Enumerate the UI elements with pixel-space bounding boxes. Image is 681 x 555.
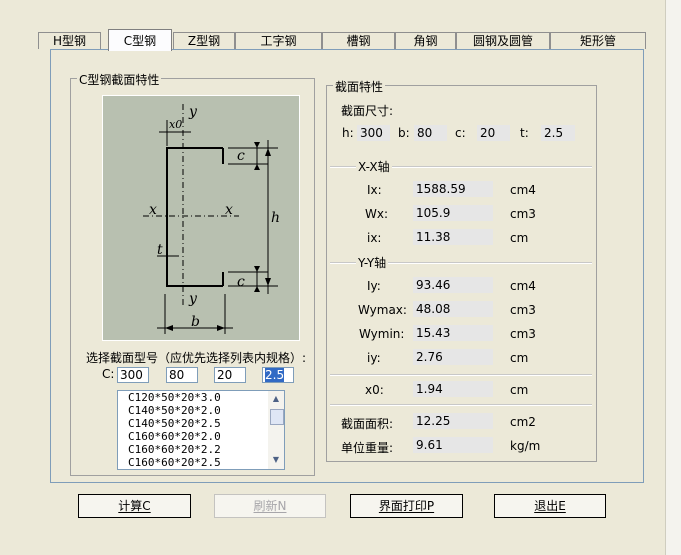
tab-strip: H型钢 C型钢 Z型钢 工字钢 槽钢 角钢 圆钢及圆管 矩形管: [38, 29, 646, 51]
weight-label: 单位重量:: [341, 441, 394, 455]
h-value: 300: [357, 125, 390, 141]
left-group-box: [70, 78, 315, 476]
diagram-label-t: t: [157, 242, 163, 258]
exit-button[interactable]: 退出E: [494, 494, 606, 518]
wx-unit: cm3: [510, 207, 536, 221]
list-item[interactable]: C160*60*20*2.2: [128, 443, 221, 456]
props-group-title: 截面特性: [333, 78, 386, 95]
list-item[interactable]: C160*60*20*2.5: [128, 456, 221, 469]
ix-value: 1588.59: [413, 181, 493, 197]
weight-value: 9.61: [413, 437, 493, 453]
list-item[interactable]: C160*60*20*2.0: [128, 430, 221, 443]
print-button[interactable]: 界面打印P: [350, 494, 463, 518]
iy-value: 93.46: [413, 277, 493, 293]
weight-unit: kg/m: [510, 439, 541, 453]
gyration-y-value: 2.76: [413, 349, 493, 365]
divider: [330, 166, 592, 168]
tab-channel[interactable]: 槽钢: [322, 32, 395, 49]
iy-unit: cm4: [510, 279, 536, 293]
b-value: 80: [414, 125, 447, 141]
b-label: b:: [398, 126, 410, 140]
input-h[interactable]: 300: [117, 367, 149, 383]
input-b[interactable]: 80: [166, 367, 198, 383]
ix-unit: cm4: [510, 183, 536, 197]
props-group-box: [326, 85, 597, 462]
x0-unit: cm: [510, 383, 529, 397]
wymax-label: Wymax:: [358, 303, 407, 317]
input-c[interactable]: 20: [214, 367, 246, 383]
diagram-label-x-left: x: [149, 202, 157, 218]
left-group-title: C型钢截面特性: [77, 71, 162, 88]
tab-h-steel[interactable]: H型钢: [38, 32, 101, 49]
diagram-label-c-top: c: [237, 148, 245, 164]
scroll-down-icon[interactable]: ▼: [272, 455, 280, 464]
diagram-label-y-bottom: y: [188, 291, 198, 307]
list-item[interactable]: C140*50*20*2.0: [128, 404, 221, 417]
divider: [330, 374, 592, 376]
c-label: c:: [455, 126, 466, 140]
diagram-label-b: b: [191, 314, 200, 330]
list-item[interactable]: C140*50*20*2.5: [128, 417, 221, 430]
c-section-drawing: y x0 c x x h t c y b: [143, 104, 280, 334]
divider: [330, 404, 592, 406]
c-section-diagram: y x0 c x x h t c y b: [102, 95, 300, 341]
diagram-label-h: h: [271, 210, 280, 226]
diagram-label-x0: x0: [169, 118, 182, 131]
wymax-value: 48.08: [413, 301, 493, 317]
wx-label: Wx:: [365, 207, 389, 221]
x0-value: 1.94: [413, 381, 493, 397]
gyration-x-label: ix:: [367, 231, 382, 245]
scroll-up-icon[interactable]: ▲: [272, 394, 280, 403]
gyration-y-unit: cm: [510, 351, 529, 365]
area-unit: cm2: [510, 415, 536, 429]
wx-value: 105.9: [413, 205, 493, 221]
list-item[interactable]: C120*50*20*3.0: [128, 391, 221, 404]
scroll-thumb[interactable]: [270, 409, 284, 425]
x0-label: x0:: [365, 383, 384, 397]
divider: [330, 262, 592, 264]
diagram-label-c-bottom: c: [237, 274, 245, 290]
size-title: 截面尺寸:: [341, 104, 394, 118]
wymin-unit: cm3: [510, 327, 536, 341]
area-label: 截面面积:: [341, 417, 394, 431]
tab-c-steel[interactable]: C型钢: [108, 29, 172, 51]
input-t[interactable]: 2.5: [262, 367, 294, 383]
tab-round-tube[interactable]: 圆钢及圆管: [456, 32, 550, 49]
diagram-label-x-right: x: [225, 202, 233, 218]
xx-axis-title: X-X轴: [356, 158, 392, 175]
t-label: t:: [520, 126, 529, 140]
list-scrollbar[interactable]: ▲ ▼: [268, 391, 284, 469]
ix-label: Ix:: [367, 183, 382, 197]
c-value: 20: [477, 125, 510, 141]
tab-z-steel[interactable]: Z型钢: [173, 32, 235, 49]
area-value: 12.25: [413, 413, 493, 429]
yy-axis-title: Y-Y轴: [356, 254, 389, 271]
wymax-unit: cm3: [510, 303, 536, 317]
window-scrollbar[interactable]: [665, 0, 681, 555]
select-c-label: C:: [102, 367, 115, 381]
select-prompt: 选择截面型号（应优先选择列表内规格）:: [86, 351, 307, 365]
wymin-value: 15.43: [413, 325, 493, 341]
gyration-x-value: 11.38: [413, 229, 493, 245]
gyration-y-label: iy:: [367, 351, 381, 365]
calc-button[interactable]: 计算C: [78, 494, 191, 518]
wymin-label: Wymin:: [359, 327, 405, 341]
tab-rect-tube[interactable]: 矩形管: [550, 32, 646, 49]
refresh-button[interactable]: 刷新N: [214, 494, 326, 518]
section-listbox[interactable]: C120*50*20*3.0 C140*50*20*2.0 C140*50*20…: [117, 390, 285, 470]
t-value: 2.5: [541, 125, 575, 141]
h-label: h:: [342, 126, 354, 140]
gyration-x-unit: cm: [510, 231, 529, 245]
tab-i-beam[interactable]: 工字钢: [235, 32, 322, 49]
input-t-value: 2.5: [265, 368, 285, 382]
tab-angle[interactable]: 角钢: [395, 32, 456, 49]
diagram-label-y-top: y: [188, 104, 198, 120]
iy-label: Iy:: [367, 279, 381, 293]
